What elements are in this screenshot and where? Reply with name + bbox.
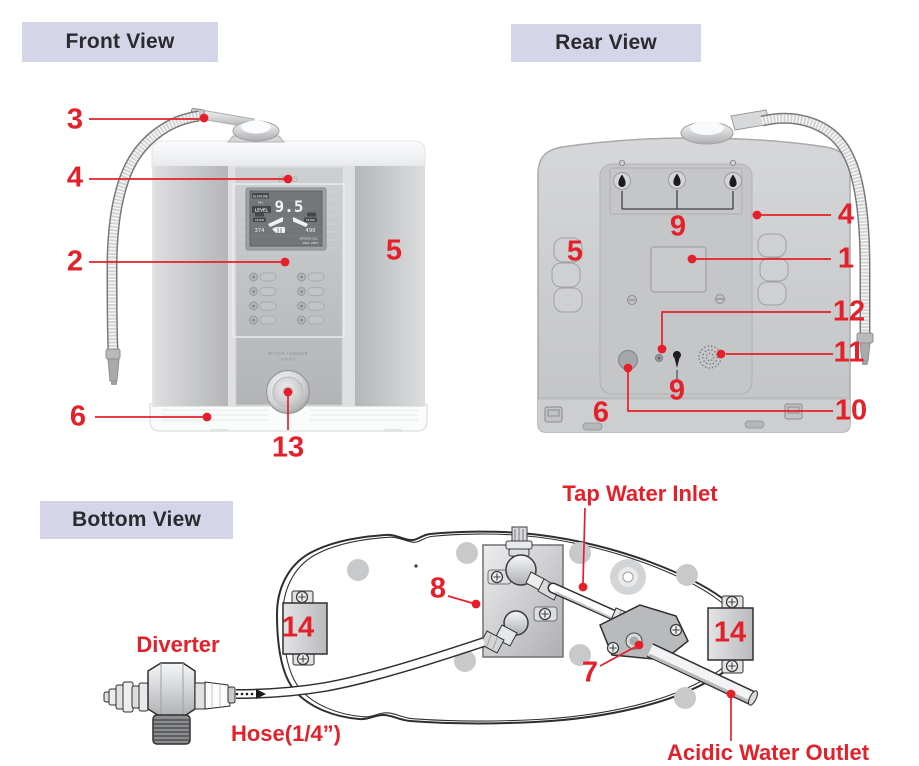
callout-front-13: 13 <box>271 431 305 464</box>
callout-bottom-7: 7 <box>581 656 599 689</box>
front-left-panel <box>155 166 228 406</box>
diverter-valve <box>103 662 236 745</box>
callout-lines <box>89 118 833 741</box>
bottom-view-header: Bottom View <box>40 501 233 539</box>
callout-front-5: 5 <box>385 234 403 267</box>
lcd-service-call-value: 1844-2853 <box>302 241 318 245</box>
fittings-plate <box>479 526 564 658</box>
rear-view-header: Rear View <box>511 24 701 62</box>
base-clips <box>544 403 803 431</box>
front-view-header: Front View <box>22 22 218 62</box>
pin-hole <box>414 564 418 568</box>
mounting-bracket-right <box>707 595 754 674</box>
label-plate <box>650 246 707 293</box>
product-name-text: WATER IONIZER <box>268 351 309 356</box>
callout-dots <box>199 113 762 699</box>
control-buttons <box>249 272 325 325</box>
callout-rear-1: 1 <box>837 242 855 275</box>
reset-hole <box>654 353 664 363</box>
spout <box>190 107 286 143</box>
mounting-keyholes <box>613 159 742 210</box>
callout-rear-5: 5 <box>566 235 584 268</box>
label-acidic-water-outlet: Acidic Water Outlet <box>666 740 870 765</box>
keyhole-bracket-lines <box>621 190 734 210</box>
mounting-area-outline <box>609 167 743 215</box>
side-grips <box>551 233 789 313</box>
callout-bottom-8: 8 <box>429 572 447 605</box>
lcd-mode-label: ALKALINE <box>253 194 268 198</box>
flow-arrow <box>235 689 266 699</box>
callout-bottom-14-left: 14 <box>281 611 315 644</box>
flexible-hose-front <box>105 110 200 385</box>
rear-base <box>538 400 850 432</box>
callout-front-3: 3 <box>66 103 84 136</box>
rear-spout <box>680 109 771 145</box>
acidic-water-outlet-tube <box>646 643 758 706</box>
front-inner-frame <box>232 183 345 338</box>
lcd-filter-right-value: 499 <box>306 228 316 234</box>
callout-rear-10: 10 <box>834 394 868 427</box>
callout-front-6: 6 <box>69 400 87 433</box>
callout-rear-9-bottom: 9 <box>668 374 686 407</box>
lcd-level-label: LEVEL <box>255 207 269 212</box>
lcd-ph-value: 9.5 <box>275 197 304 216</box>
model-text: BTM-505 <box>281 358 296 362</box>
quarter-inch-hose <box>235 637 486 699</box>
callout-front-4: 4 <box>66 161 84 194</box>
lcd-ph-label: PH <box>258 201 263 205</box>
drain-cap <box>610 559 646 595</box>
bottom-view-illustration <box>103 526 758 745</box>
lcd-display: ALKALINE PH LEVEL 9.5 FILTER 374 FILTER … <box>245 187 327 251</box>
callout-rear-11: 11 <box>833 336 865 369</box>
front-right-panel <box>355 166 425 406</box>
label-diverter: Diverter <box>136 632 220 657</box>
front-device-illustration: BioS ALKALINE PH LEVEL 9.5 FILTER 374 FI… <box>105 107 428 432</box>
rear-device-illustration <box>537 109 874 433</box>
label-hose: Hose(1/4”) <box>230 721 342 746</box>
lcd-filter-left-value: 374 <box>255 228 266 234</box>
callout-front-2: 2 <box>66 245 84 278</box>
callout-rear-4: 4 <box>837 198 855 231</box>
lcd-filter-left-label: FILTER <box>255 218 264 222</box>
callout-rear-12: 12 <box>832 295 866 328</box>
foot-holes <box>347 542 698 709</box>
callout-rear-6: 6 <box>592 396 610 429</box>
flexible-hose-rear <box>760 112 874 365</box>
lcd-service-call-label: SERVICE CALL <box>299 237 318 241</box>
rear-screws <box>627 294 725 305</box>
callout-rear-9-top: 9 <box>669 210 687 243</box>
label-tap-water-inlet: Tap Water Inlet <box>562 481 718 506</box>
mounting-bracket-left <box>282 590 328 666</box>
front-top-band <box>151 140 426 167</box>
bottom-keyhole <box>672 351 681 381</box>
callout-bottom-14-right: 14 <box>713 616 747 649</box>
lcd-filter-right-label: FILTER <box>306 218 315 222</box>
